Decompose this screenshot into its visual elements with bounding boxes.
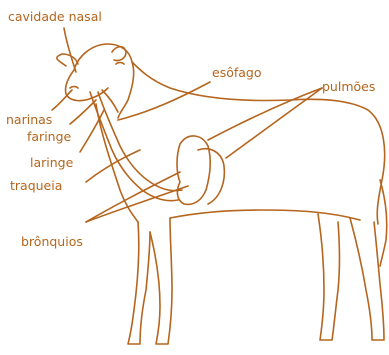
- pointer-pulmoes-a: [208, 88, 322, 140]
- eye: [116, 63, 124, 65]
- pointer-narinas: [52, 90, 72, 110]
- hind-leg-left: [318, 214, 340, 340]
- ear-left: [57, 54, 78, 66]
- label-esofago: esôfago: [212, 66, 262, 80]
- pointer-bronquios-b: [86, 186, 188, 222]
- face-outline: [65, 70, 108, 101]
- pointer-laringe: [80, 110, 104, 152]
- label-cavidade-nasal: cavidade nasal: [8, 10, 102, 24]
- label-bronquios: brônquios: [21, 235, 83, 249]
- label-pulmoes: pulmões: [322, 80, 375, 94]
- front-leg-left: [128, 222, 150, 344]
- belly-outline: [170, 210, 360, 220]
- label-faringe: faringe: [27, 130, 71, 144]
- lung-lobe: [198, 149, 224, 204]
- tail: [380, 180, 387, 266]
- label-laringe: laringe: [30, 156, 73, 170]
- label-narinas: narinas: [6, 113, 52, 127]
- pointer-faringe: [70, 100, 96, 124]
- label-traqueia: traqueia: [10, 179, 62, 193]
- lung-outline: [177, 136, 210, 204]
- trachea-inner: [98, 92, 182, 191]
- hind-leg-right: [350, 218, 384, 340]
- nostril: [70, 87, 78, 89]
- front-leg-right: [150, 218, 172, 344]
